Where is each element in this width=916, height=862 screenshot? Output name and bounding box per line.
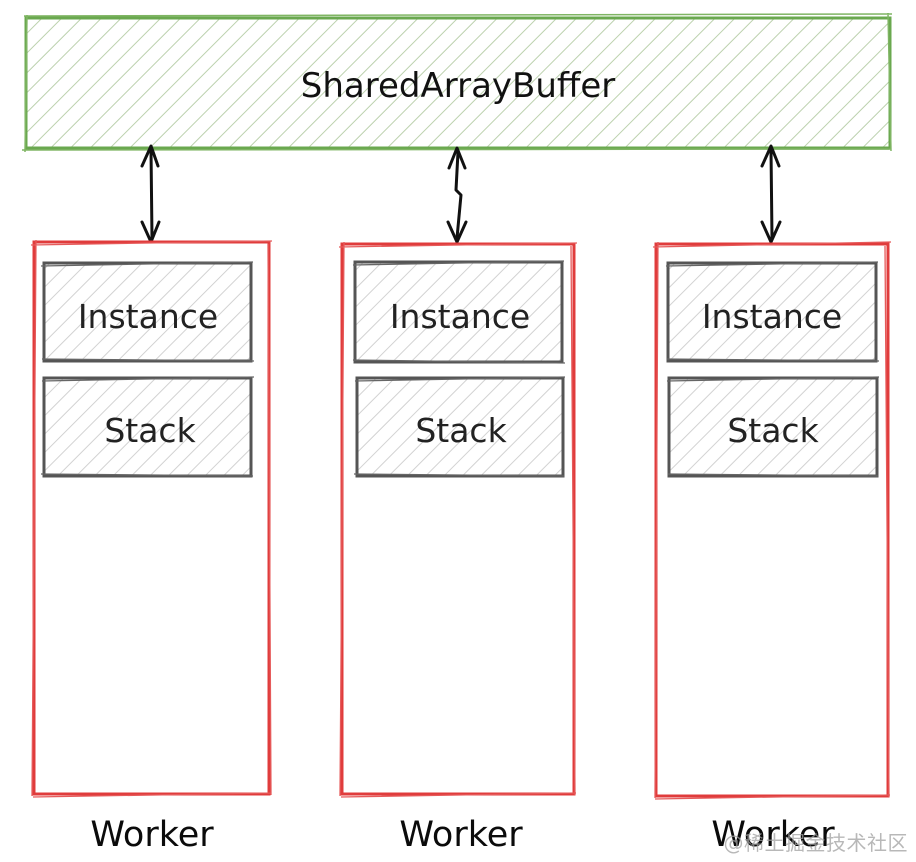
stack-label: Stack xyxy=(727,411,819,450)
instance-box: Instance xyxy=(665,261,880,363)
instance-box: Instance xyxy=(40,261,255,363)
shared-array-buffer-label: SharedArrayBuffer xyxy=(301,66,615,106)
stack-box: Stack xyxy=(666,376,880,478)
shared-array-buffer: SharedArrayBuffer xyxy=(21,12,893,153)
worker-3: Instance Stack Worker xyxy=(652,241,892,855)
stack-label: Stack xyxy=(415,411,507,450)
instance-label: Instance xyxy=(702,297,842,336)
bidirectional-arrow-1 xyxy=(140,144,161,244)
stack-label: Stack xyxy=(104,411,196,450)
worker-1: Instance Stack Worker xyxy=(30,239,273,855)
bidirectional-arrow-3 xyxy=(760,144,782,244)
worker-label: Worker xyxy=(711,815,835,855)
instance-label: Instance xyxy=(390,297,530,336)
watermark-text: @稀土掘金技术社区 xyxy=(723,831,908,855)
bidirectional-arrow-2 xyxy=(446,146,468,244)
worker-label: Worker xyxy=(90,815,214,855)
instance-label: Instance xyxy=(78,297,218,336)
worker-label: Worker xyxy=(399,815,523,855)
worker-2: Instance Stack Worker xyxy=(338,241,578,855)
stack-box: Stack xyxy=(353,376,566,478)
stack-box: Stack xyxy=(40,376,255,478)
instance-box: Instance xyxy=(352,260,566,364)
